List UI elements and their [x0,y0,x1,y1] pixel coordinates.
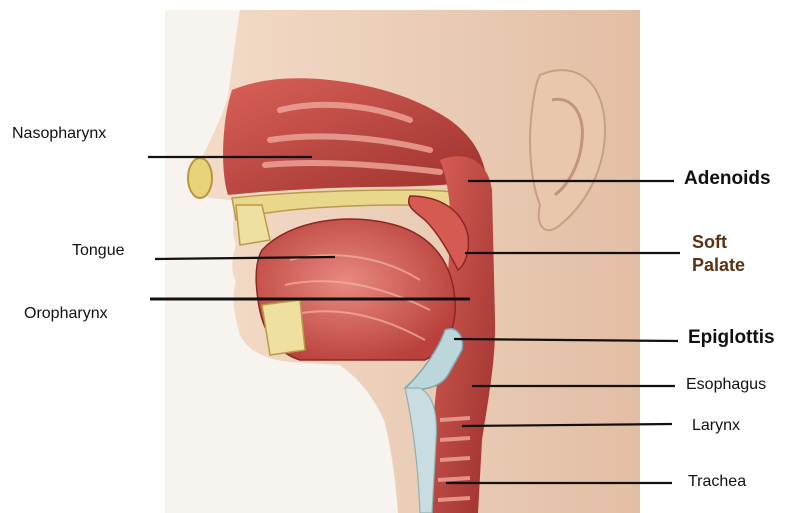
label-epiglottis: Epiglottis [688,328,775,347]
label-soft-palate: Soft Palate [692,231,745,278]
label-larynx: Larynx [692,418,740,434]
label-oropharynx: Oropharynx [24,306,108,322]
label-soft-palate-line1: Soft [692,231,745,254]
lower-jaw-bone [262,300,305,355]
label-nasopharynx: Nasopharynx [12,126,106,142]
label-soft-palate-line2: Palate [692,254,745,277]
label-trachea: Trachea [688,474,746,490]
nose-tip [188,158,212,198]
label-tongue: Tongue [72,243,125,259]
label-esophagus: Esophagus [686,377,766,393]
label-adenoids: Adenoids [684,169,771,188]
